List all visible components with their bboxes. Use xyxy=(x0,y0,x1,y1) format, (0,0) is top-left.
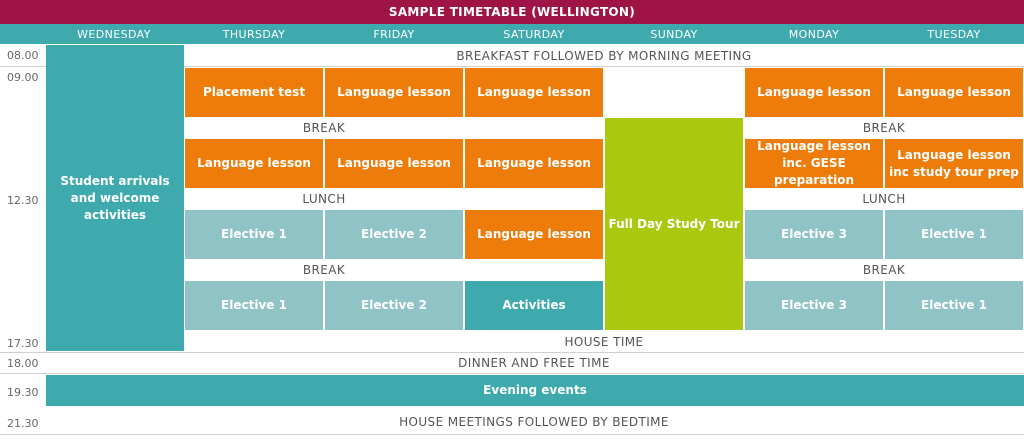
timetable-title: SAMPLE TIMETABLE (WELLINGTON) xyxy=(0,0,1024,24)
slot-saturday-activities: Activities xyxy=(465,281,603,330)
bedtime-row: HOUSE MEETINGS FOLLOWED BY BEDTIME xyxy=(399,414,669,429)
time-label: 12.30 xyxy=(7,193,39,207)
slot-friday-elective-2: Elective 2 xyxy=(325,281,463,330)
slot-saturday-language-lesson: Language lesson xyxy=(465,210,603,259)
break-row-right: BREAK xyxy=(862,263,906,277)
lunch-row-left: LUNCH xyxy=(302,192,346,206)
wednesday-arrivals-block: Student arrivals and welcome activities xyxy=(46,45,184,351)
slot-tuesday-study-tour-lesson: Language lesson inc study tour prep xyxy=(885,139,1023,188)
slot-monday-elective-3: Elective 3 xyxy=(745,281,883,330)
lunch-row-right: LUNCH xyxy=(862,192,906,206)
break-row-left: BREAK xyxy=(302,121,346,135)
day-header-monday: MONDAY xyxy=(788,27,840,41)
time-label: 19.30 xyxy=(7,385,39,399)
slot-friday-language-lesson: Language lesson xyxy=(325,139,463,188)
day-header-saturday: SATURDAY xyxy=(503,27,565,41)
slot-tuesday-elective-1: Elective 1 xyxy=(885,210,1023,259)
break-row-right: BREAK xyxy=(862,121,906,135)
slot-monday-language-lesson: Language lesson xyxy=(745,68,883,117)
slot-monday-gese-lesson: Language lesson inc. GESE preparation xyxy=(745,139,883,188)
slot-saturday-language-lesson: Language lesson xyxy=(465,68,603,117)
slot-tuesday-elective-1: Elective 1 xyxy=(885,281,1023,330)
slot-saturday-language-lesson: Language lesson xyxy=(465,139,603,188)
slot-thursday-elective-1: Elective 1 xyxy=(185,281,323,330)
slot-friday-language-lesson: Language lesson xyxy=(325,68,463,117)
slot-monday-elective-3: Elective 3 xyxy=(745,210,883,259)
time-label: 17.30 xyxy=(7,336,39,350)
day-header-wednesday: WEDNESDAY xyxy=(77,27,151,41)
row-divider xyxy=(0,66,1024,67)
slot-thursday-elective-1: Elective 1 xyxy=(185,210,323,259)
break-row-left: BREAK xyxy=(302,263,346,277)
slot-tuesday-language-lesson: Language lesson xyxy=(885,68,1023,117)
slot-thursday-placement-test: Placement test xyxy=(185,68,323,117)
row-divider xyxy=(0,352,1024,353)
time-label: 21.30 xyxy=(7,416,39,430)
day-header-friday: FRIDAY xyxy=(373,27,415,41)
sunday-study-tour-block: Full Day Study Tour xyxy=(605,118,743,330)
time-label: 18.00 xyxy=(7,356,39,370)
house-time-row: HOUSE TIME xyxy=(564,335,644,349)
day-header-sunday: SUNDAY xyxy=(650,27,698,41)
breakfast-row: BREAKFAST FOLLOWED BY MORNING MEETING xyxy=(456,48,752,63)
dinner-row: DINNER AND FREE TIME xyxy=(458,356,610,370)
row-divider xyxy=(0,434,1024,435)
evening-events-block: Evening events xyxy=(46,375,1024,406)
day-header-bar xyxy=(0,24,1024,44)
slot-friday-elective-2: Elective 2 xyxy=(325,210,463,259)
time-label: 09.00 xyxy=(7,70,39,84)
row-divider xyxy=(0,373,1024,374)
day-header-thursday: THURSDAY xyxy=(222,27,286,41)
slot-thursday-language-lesson: Language lesson xyxy=(185,139,323,188)
time-label: 08.00 xyxy=(7,49,39,62)
day-header-tuesday: TUESDAY xyxy=(927,27,981,41)
